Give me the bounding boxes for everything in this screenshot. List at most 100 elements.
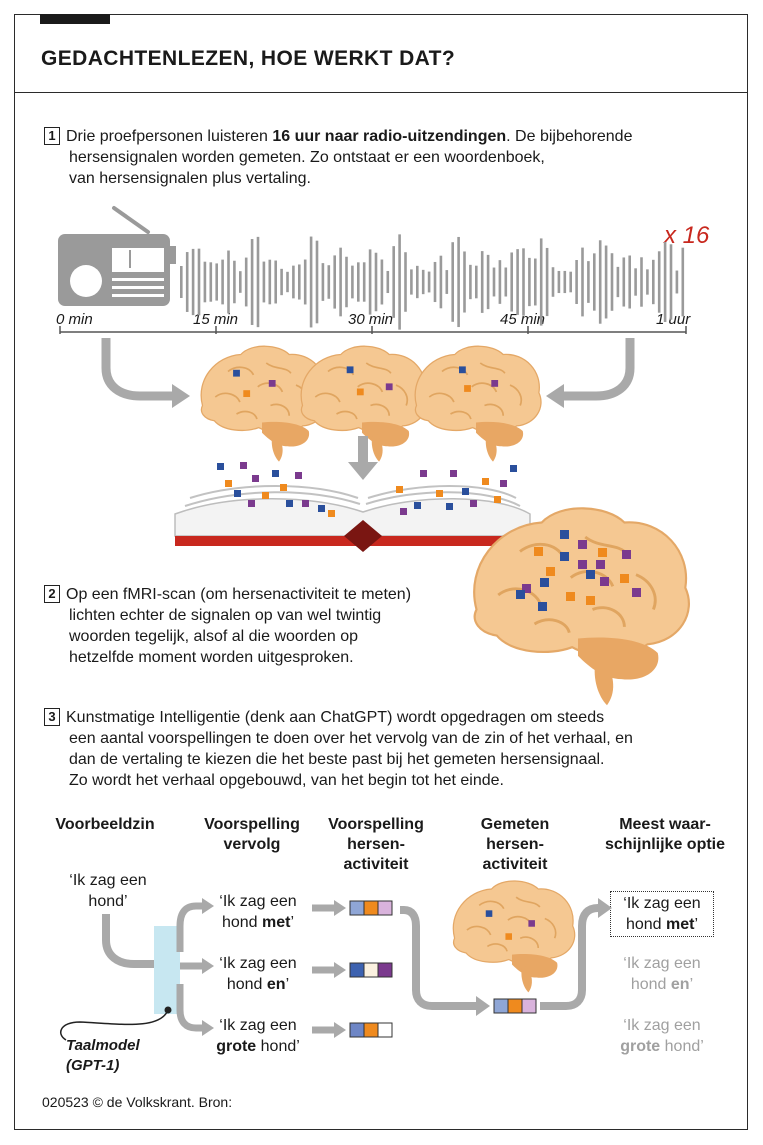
waveform-bar — [669, 244, 673, 320]
waveform-bar — [244, 257, 248, 307]
col-example-label: Voorbeeldzin — [55, 816, 155, 833]
waveform-bar — [239, 271, 242, 293]
waveform-bar — [421, 269, 425, 295]
signal-square — [252, 475, 259, 482]
likely2-pre: hond — [630, 976, 671, 993]
waveform-bar — [445, 270, 449, 294]
step3-line4: Zo wordt het verhaal opgebouwd, van het … — [69, 772, 504, 789]
waveform-bar — [557, 270, 561, 294]
example-sentence: ‘Ik zag een hond’ — [48, 870, 168, 912]
waveform-bar — [185, 252, 189, 312]
likely3-line1: ‘Ik zag een — [623, 1017, 701, 1034]
step1-number: 1 — [44, 127, 60, 145]
brain-signal-square — [600, 577, 609, 586]
signal-square — [510, 465, 517, 472]
step3-line3: dan de vertaling te kiezen die het beste… — [69, 751, 605, 768]
tick-15: 15 min — [193, 311, 239, 328]
brain-signal-square — [578, 560, 587, 569]
waveform-bar — [628, 255, 631, 309]
waveform-bar — [634, 268, 637, 296]
option1-pre: hond — [221, 914, 263, 931]
large-brain — [472, 506, 691, 707]
brain-1 — [200, 345, 328, 463]
waveform-bar — [475, 265, 478, 299]
waveform-bar — [657, 251, 661, 313]
waveform-bar — [516, 249, 519, 315]
header-accent-bar — [40, 14, 110, 24]
col-prediction-l1: Voorspelling — [204, 816, 300, 833]
option1-line1: ‘Ik zag een — [219, 893, 297, 910]
waveform-bar — [504, 267, 508, 297]
option3-line1: ‘Ik zag een — [219, 1017, 297, 1034]
waveform-bar — [675, 270, 679, 294]
waveform-bar — [398, 234, 401, 330]
arrow-down-to-book — [348, 436, 378, 480]
col-likely: Meest waar- schijnlijke optie — [590, 815, 740, 855]
signal-square — [328, 510, 335, 517]
signal-square — [225, 480, 232, 487]
step2-line4: hetzelfde moment worden uitgesproken. — [69, 649, 354, 666]
col-measured-l1: Gemeten — [480, 816, 550, 833]
waveform-bar — [510, 252, 513, 312]
col-example: Voorbeeldzin — [40, 815, 170, 835]
waveform-bar — [321, 263, 325, 301]
step1-line1-b: . De bijbehorende — [506, 128, 633, 145]
waveform-bar — [315, 240, 319, 324]
waveform-bar — [492, 267, 496, 297]
col-prediction-l2: vervolg — [223, 836, 281, 853]
step2-number: 2 — [44, 585, 60, 603]
prediction-option-1: ‘Ik zag een hond met’ — [208, 891, 308, 933]
waveform-bar — [303, 259, 307, 305]
waveform-bar — [439, 255, 443, 309]
waveform-bar — [410, 269, 413, 295]
signal-square — [436, 490, 443, 497]
brain-signal-square — [620, 574, 629, 583]
col-measured-l2: hersen- — [486, 836, 544, 853]
waveform-bar — [551, 267, 555, 297]
likely3-post: hond’ — [660, 1038, 704, 1055]
brain-signal-square — [566, 592, 575, 601]
waveform-bar — [522, 248, 525, 316]
col-measured-l3: activiteit — [482, 856, 548, 873]
waveform-bar — [227, 250, 230, 314]
waveform-bar — [528, 257, 531, 307]
waveform-bar — [309, 236, 313, 328]
waveform-bar — [575, 260, 578, 304]
measured-activity — [493, 998, 537, 1014]
timeline-axis — [59, 326, 687, 334]
most-likely-selected: ‘Ik zag een hond met’ — [610, 891, 714, 937]
waveform-bar — [604, 245, 608, 319]
waveform-bar — [581, 247, 584, 317]
waveform-bar — [563, 270, 567, 294]
col-activity: Voorspelling hersen- activiteit — [312, 815, 440, 875]
example-to-model-arrows — [102, 914, 154, 968]
waveform-bar — [221, 259, 224, 305]
waveform-bar — [380, 259, 384, 305]
col-activity-l3: activiteit — [343, 856, 409, 873]
likely1-line1: ‘Ik zag een — [623, 895, 701, 912]
waveform-bar — [598, 240, 602, 324]
waveform-bar — [498, 260, 502, 304]
activity-to-measured-head — [476, 996, 490, 1016]
step1-line1-bold: 16 uur naar radio-uitzendingen — [272, 128, 507, 145]
waveform-bar — [345, 256, 348, 308]
measured-to-result-arrow — [540, 904, 600, 1010]
signal-square — [450, 470, 457, 477]
waveform-bar — [256, 236, 260, 328]
brain-signal-square — [598, 548, 607, 557]
brain-signal-square — [534, 547, 543, 556]
waveform-bar — [593, 253, 596, 311]
likely2-bold: en — [670, 976, 690, 993]
likely1-post: ’ — [694, 916, 699, 933]
signal-square — [295, 472, 302, 479]
brain-3 — [414, 345, 542, 463]
signal-square — [470, 500, 477, 507]
step1-line2: hersensignalen worden gemeten. Zo ontsta… — [69, 149, 545, 166]
waveform-bar — [427, 271, 431, 293]
model-to-options-arrows — [176, 898, 214, 1036]
brain-2 — [300, 345, 428, 463]
